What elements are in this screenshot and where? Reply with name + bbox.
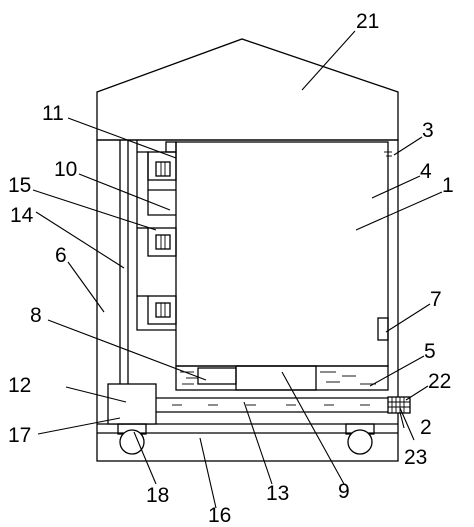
inner-cabinet [175,141,389,367]
label-9: 9 [338,480,350,503]
label-6: 6 [55,244,67,267]
label-2: 2 [420,416,432,439]
label-17: 17 [8,424,31,447]
label-4: 4 [420,160,432,183]
label-1: 1 [442,174,454,197]
wheel-right [345,423,375,455]
label-23: 23 [404,446,427,469]
label-3: 3 [422,119,434,142]
label-16: 16 [208,504,231,527]
label-10: 10 [54,158,77,181]
label-5: 5 [424,340,436,363]
heater-block [235,365,317,391]
label-8: 8 [30,304,42,327]
nozzle-bracket-2 [137,190,177,257]
part-labels: 21 11 3 4 10 1 15 14 6 7 8 5 12 22 2 17 … [8,10,454,527]
label-15: 15 [8,174,31,197]
water-pump [107,383,157,425]
nozzle-bracket-3 [137,295,177,325]
label-12: 12 [8,374,31,397]
sensor-block [377,317,389,341]
roof [96,38,399,141]
filter-valve [387,396,411,414]
water-surface-marks [180,371,376,385]
label-14: 14 [10,204,34,227]
collector [197,367,237,385]
label-13: 13 [266,482,289,505]
nozzle-bracket-1 [137,141,177,191]
filter-hatch [388,397,410,413]
water-tray [175,365,389,391]
label-11: 11 [42,102,64,125]
label-22: 22 [428,370,451,393]
branch-frame [136,140,176,331]
label-7: 7 [430,288,442,311]
label-21: 21 [356,10,379,33]
leader-lines [32,30,443,509]
outer-housing [96,139,399,462]
label-18: 18 [146,484,169,507]
wheel-left [117,423,147,455]
